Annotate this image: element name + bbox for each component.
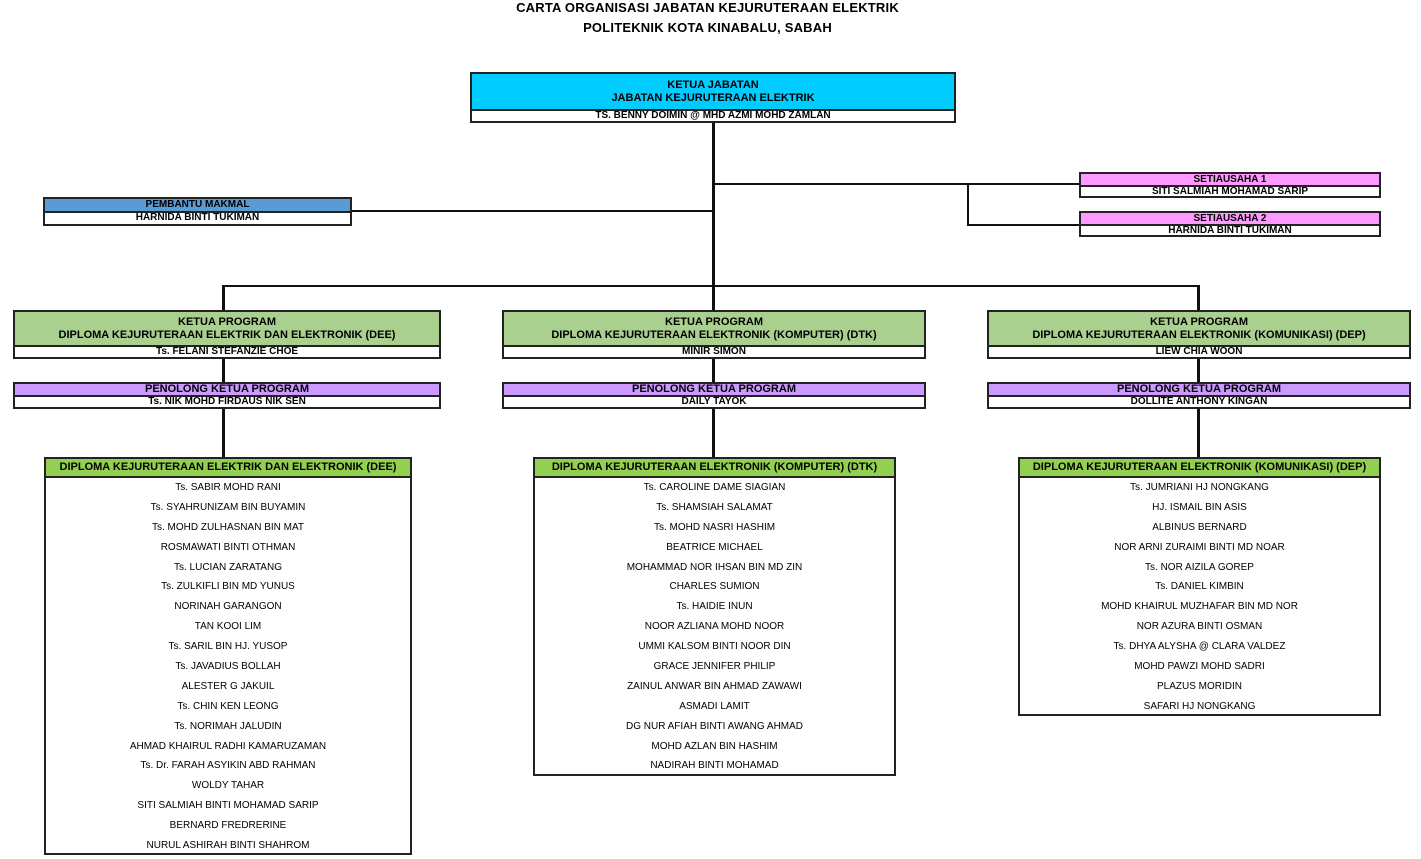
- list-item: Ts. SHAMSIAH SALAMAT: [656, 501, 773, 513]
- list-item: MOHD KHAIRUL MUZHAFAR BIN MD NOR: [1101, 601, 1298, 613]
- list-item: MOHD AZLAN BIN HASHIM: [651, 740, 778, 752]
- list-item: SAFARI HJ NONGKANG: [1143, 700, 1256, 712]
- list-item: BERNARD FREDRERINE: [169, 820, 287, 832]
- secretary-1-box: SETIAUSAHA 1 SITI SALMIAH MOHAMAD SARIP: [1079, 172, 1381, 198]
- list-item: Ts. Dr. FARAH ASYIKIN ABD RAHMAN: [140, 760, 316, 772]
- secretary-2-role: SETIAUSAHA 2: [1081, 213, 1379, 226]
- program-head-box-dep: KETUA PROGRAM DIPLOMA KEJURUTERAAN ELEKT…: [987, 310, 1411, 359]
- program-head-header-dep: KETUA PROGRAM DIPLOMA KEJURUTERAAN ELEKT…: [989, 312, 1409, 347]
- assistant-program-head-role: PENOLONG KETUA PROGRAM: [504, 384, 924, 397]
- list-item: CHARLES SUMION: [669, 581, 760, 593]
- list-item: Ts. JAVADIUS BOLLAH: [175, 661, 281, 673]
- list-item: Ts. SABIR MOHD RANI: [175, 482, 281, 493]
- assistant-program-head-name: Ts. NIK MOHD FIRDAUS NIK SEN: [148, 396, 306, 407]
- lab-assistant-name: HARNIDA BINTI TUKIMAN: [135, 212, 260, 223]
- assistant-program-head-box-dtk: PENOLONG KETUA PROGRAM DAILY TAYOK: [502, 382, 926, 409]
- department-name: JABATAN KEJURUTERAAN ELEKTRIK: [611, 91, 815, 104]
- secretary-2-box: SETIAUSAHA 2 HARNIDA BINTI TUKIMAN: [1079, 211, 1381, 237]
- list-item: UMMI KALSOM BINTI NOOR DIN: [638, 641, 791, 653]
- staff-list-header: DIPLOMA KEJURUTERAAN ELEKTRONIK (KOMPUTE…: [535, 459, 894, 478]
- program-head-role: KETUA PROGRAM: [665, 315, 763, 328]
- list-item: Ts. NORIMAH JALUDIN: [174, 720, 282, 732]
- list-item: Ts. LUCIAN ZARATANG: [174, 561, 282, 573]
- staff-list-header: DIPLOMA KEJURUTERAAN ELEKTRIK DAN ELEKTR…: [46, 459, 410, 478]
- list-item: PLAZUS MORIDIN: [1156, 680, 1242, 692]
- list-item: ASMADI LAMIT: [679, 700, 750, 712]
- list-item: NADIRAH BINTI MOHAMAD: [650, 760, 779, 772]
- list-item: DG NUR AFIAH BINTI AWANG AHMAD: [625, 720, 804, 732]
- list-item: BEATRICE MICHAEL: [666, 541, 763, 553]
- list-item: NORINAH GARANGON: [174, 601, 282, 613]
- institution-subtitle: POLITEKNIK KOTA KINABALU, SABAH: [583, 20, 832, 35]
- staff-list-header: DIPLOMA KEJURUTERAAN ELEKTRONIK (KOMUNIK…: [1020, 459, 1379, 478]
- head-of-department-name: TS. BENNY DOIMIN @ MHD AZMI MOHD ZAMLAN: [595, 110, 831, 121]
- program-head-box-dtk: KETUA PROGRAM DIPLOMA KEJURUTERAAN ELEKT…: [502, 310, 926, 359]
- list-item: ZAINUL ANWAR BIN AHMAD ZAWAWI: [627, 680, 802, 692]
- list-item: Ts. DANIEL KIMBIN: [1155, 581, 1244, 593]
- assistant-program-head-role: PENOLONG KETUA PROGRAM: [15, 384, 439, 397]
- program-head-name: LIEW CHIA WOON: [1155, 346, 1243, 357]
- list-item: Ts. CAROLINE DAME SIAGIAN: [643, 482, 786, 493]
- list-item: ALESTER G JAKUIL: [181, 680, 275, 692]
- list-item: Ts. JUMRIANI HJ NONGKANG: [1130, 482, 1269, 493]
- program-name: DIPLOMA KEJURUTERAAN ELEKTRIK DAN ELEKTR…: [58, 328, 396, 341]
- assistant-program-head-box-dep: PENOLONG KETUA PROGRAM DOLLITE ANTHONY K…: [987, 382, 1411, 409]
- list-item: NURUL ASHIRAH BINTI SHAHROM: [146, 840, 310, 852]
- list-item: ALBINUS BERNARD: [1152, 521, 1247, 533]
- program-name: DIPLOMA KEJURUTERAAN ELEKTRONIK (KOMUNIK…: [1032, 328, 1366, 341]
- list-item: GRACE JENNIFER PHILIP: [653, 661, 776, 673]
- list-item: WOLDY TAHAR: [191, 780, 265, 792]
- staff-list-dee: DIPLOMA KEJURUTERAAN ELEKTRIK DAN ELEKTR…: [44, 457, 412, 855]
- secretary-2-name: HARNIDA BINTI TUKIMAN: [1168, 225, 1292, 236]
- program-name: DIPLOMA KEJURUTERAAN ELEKTRONIK (KOMPUTE…: [551, 328, 877, 341]
- head-of-department-box: KETUA JABATAN JABATAN KEJURUTERAAN ELEKT…: [470, 72, 956, 123]
- list-item: Ts. SARIL BIN HJ. YUSOP: [168, 641, 288, 653]
- staff-list-dep: DIPLOMA KEJURUTERAAN ELEKTRONIK (KOMUNIK…: [1018, 457, 1381, 716]
- program-head-name: MINIR SIMON: [682, 346, 746, 357]
- staff-list-dtk: DIPLOMA KEJURUTERAAN ELEKTRONIK (KOMPUTE…: [533, 457, 896, 776]
- list-item: ROSMAWATI BINTI OTHMAN: [160, 541, 296, 553]
- list-item: AHMAD KHAIRUL RADHI KAMARUZAMAN: [129, 740, 327, 752]
- head-of-department-header: KETUA JABATAN JABATAN KEJURUTERAAN ELEKT…: [472, 74, 954, 111]
- lab-assistant-role: PEMBANTU MAKMAL: [45, 199, 350, 213]
- list-item: SITI SALMIAH BINTI MOHAMAD SARIP: [137, 800, 319, 812]
- program-head-box-dee: KETUA PROGRAM DIPLOMA KEJURUTERAAN ELEKT…: [13, 310, 441, 359]
- list-item: NOOR AZLIANA MOHD NOOR: [644, 621, 785, 633]
- list-item: Ts. MOHD NASRI HASHIM: [653, 521, 776, 533]
- list-item: MOHAMMAD NOR IHSAN BIN MD ZIN: [626, 561, 803, 573]
- assistant-program-head-box-dee: PENOLONG KETUA PROGRAM Ts. NIK MOHD FIRD…: [13, 382, 441, 409]
- list-item: Ts. HAIDIE INUN: [676, 601, 753, 613]
- list-item: Ts. SYAHRUNIZAM BIN BUYAMIN: [150, 501, 306, 513]
- lab-assistant-box: PEMBANTU MAKMAL HARNIDA BINTI TUKIMAN: [43, 197, 352, 226]
- list-item: HJ. ISMAIL BIN ASIS: [1152, 501, 1247, 513]
- list-item: NOR ARNI ZURAIMI BINTI MD NOAR: [1114, 541, 1285, 553]
- program-head-role: KETUA PROGRAM: [1150, 315, 1248, 328]
- secretary-1-name: SITI SALMIAH MOHAMAD SARIP: [1151, 186, 1309, 197]
- program-head-name: Ts. FELANI STEFANZIE CHOE: [155, 346, 299, 357]
- list-item: Ts. NOR AIZILA GOREP: [1145, 561, 1254, 573]
- secretary-1-role: SETIAUSAHA 1: [1081, 174, 1379, 187]
- program-head-header-dee: KETUA PROGRAM DIPLOMA KEJURUTERAAN ELEKT…: [15, 312, 439, 347]
- list-item: Ts. ZULKIFLI BIN MD YUNUS: [161, 581, 295, 593]
- list-item: MOHD PAWZI MOHD SADRI: [1134, 661, 1265, 673]
- program-head-role: KETUA PROGRAM: [178, 315, 276, 328]
- list-item: Ts. MOHD ZULHASNAN BIN MAT: [151, 521, 305, 533]
- chart-title: CARTA ORGANISASI JABATAN KEJURUTERAAN EL…: [516, 0, 899, 15]
- list-item: TAN KOOI LIM: [194, 621, 262, 633]
- assistant-program-head-name: DOLLITE ANTHONY KINGAN: [1130, 396, 1268, 407]
- list-item: Ts. DHYA ALYSHA @ CLARA VALDEZ: [1113, 641, 1286, 653]
- assistant-program-head-role: PENOLONG KETUA PROGRAM: [989, 384, 1409, 397]
- head-of-department-role: KETUA JABATAN: [667, 78, 759, 91]
- list-item: Ts. CHIN KEN LEONG: [177, 700, 279, 712]
- program-head-header-dtk: KETUA PROGRAM DIPLOMA KEJURUTERAAN ELEKT…: [504, 312, 924, 347]
- list-item: NOR AZURA BINTI OSMAN: [1136, 621, 1263, 633]
- assistant-program-head-name: DAILY TAYOK: [681, 396, 747, 407]
